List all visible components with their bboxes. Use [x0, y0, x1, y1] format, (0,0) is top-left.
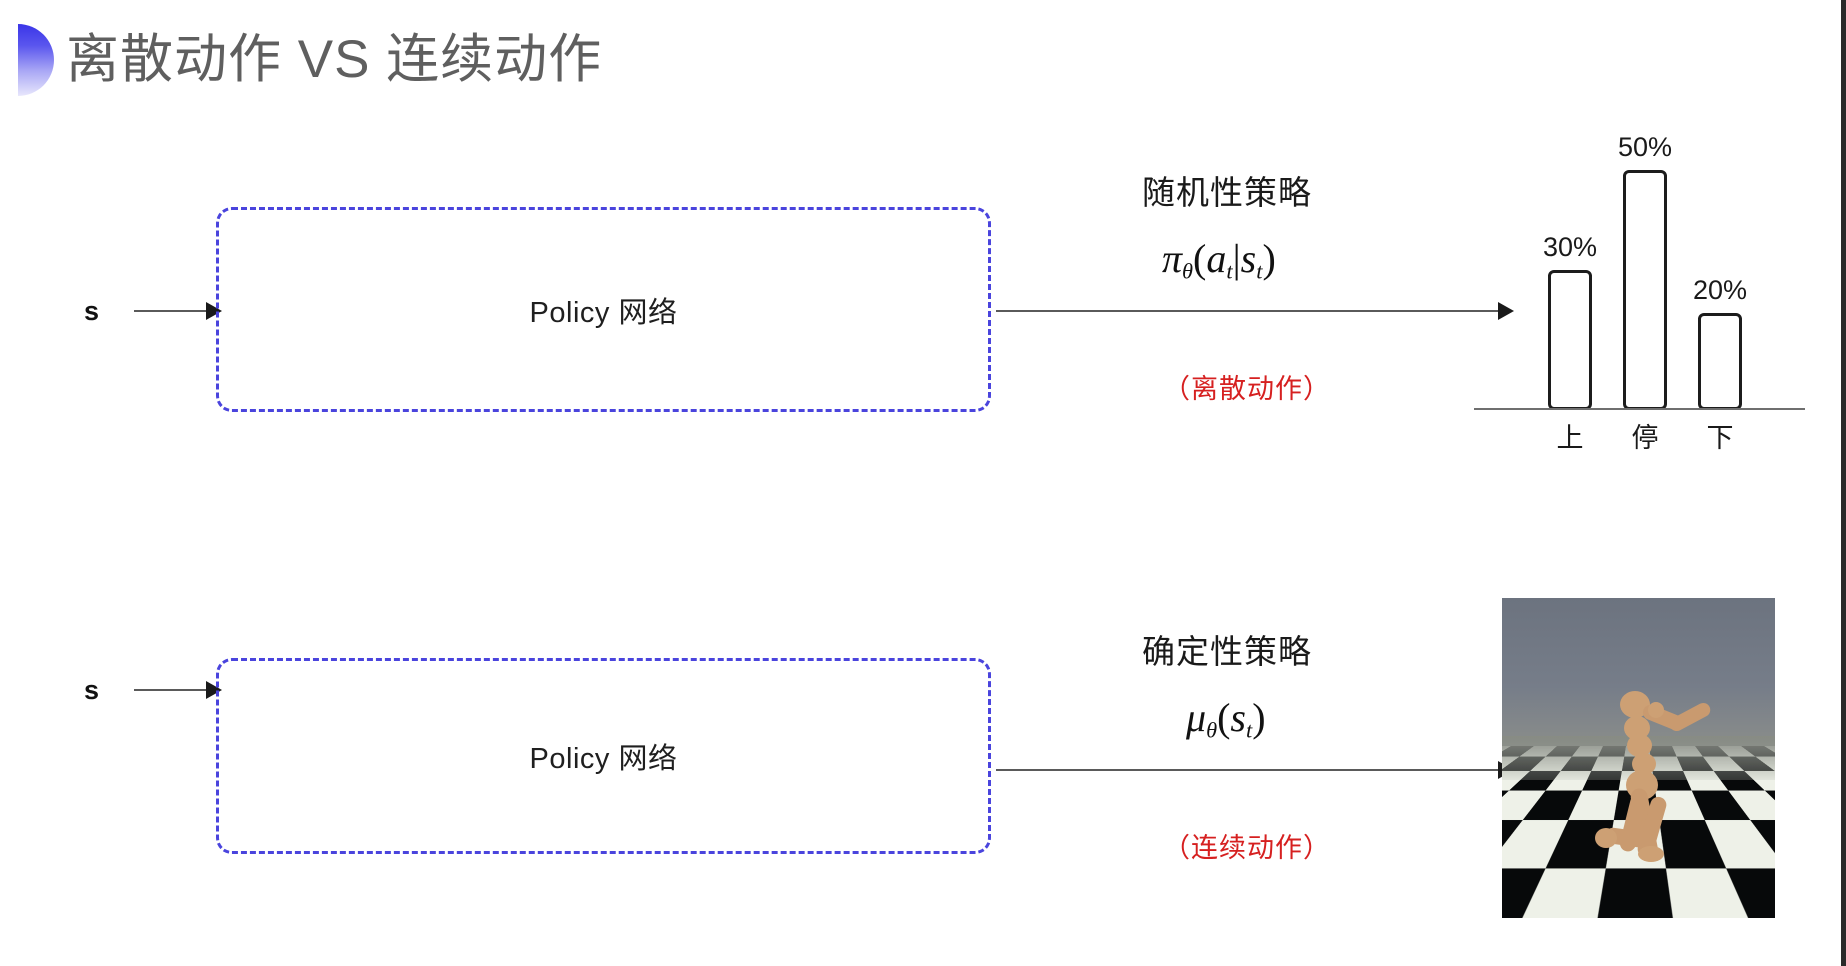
formula-paren-open: ( — [1193, 236, 1207, 281]
input-label-discrete: s — [84, 296, 100, 326]
bar-ting — [1623, 170, 1667, 410]
output-arrow-head-discrete — [1498, 302, 1514, 320]
input-arrow-line-discrete — [134, 310, 208, 312]
bar-value-ting: 50% — [1617, 132, 1673, 162]
formula-symbol-mu: μ — [1186, 695, 1207, 740]
formula-sub-t-3: t — [1245, 717, 1253, 743]
humanoid-simulation-thumbnail — [1502, 598, 1775, 918]
title-bullet-icon — [18, 24, 54, 96]
bar-shang — [1548, 270, 1592, 410]
output-arrow-line-continuous — [996, 769, 1508, 771]
bar-xia — [1698, 313, 1742, 410]
humanoid-abdomen — [1632, 753, 1656, 775]
action-probability-bar-chart: 30% 上 50% 停 20% 下 — [1474, 110, 1814, 453]
formula-stochastic-policy: πθ(at|st) — [1162, 235, 1276, 284]
formula-sub-theta: θ — [1182, 258, 1194, 284]
formula-paren-open-2: ( — [1217, 695, 1231, 740]
page-title: 离散动作 VS 连续动作 — [66, 30, 603, 89]
bar-category-ting: 停 — [1631, 423, 1659, 453]
screen-right-edge — [1841, 0, 1846, 966]
bar-category-shang: 上 — [1556, 423, 1584, 453]
formula-arg-s: s — [1240, 236, 1257, 281]
formula-sub-theta-2: θ — [1206, 717, 1218, 743]
formula-conditional-bar: | — [1232, 236, 1241, 281]
policy-network-label-discrete: Policy 网络 — [529, 296, 678, 329]
note-continuous-action: （连续动作） — [1163, 833, 1331, 863]
bar-value-xia: 20% — [1692, 275, 1748, 305]
formula-symbol-pi: π — [1162, 236, 1183, 281]
formula-arg-a: a — [1206, 236, 1227, 281]
policy-caption-deterministic: 确定性策略 — [1142, 633, 1312, 670]
humanoid-hand-right — [1648, 702, 1664, 718]
formula-paren-close: ) — [1262, 236, 1276, 281]
input-label-continuous: s — [84, 675, 100, 705]
policy-caption-stochastic: 随机性策略 — [1142, 174, 1312, 211]
policy-network-box-discrete[interactable]: Policy 网络 — [216, 207, 991, 412]
humanoid-foot-front — [1638, 846, 1664, 862]
humanoid-foot-back — [1595, 828, 1617, 848]
formula-sub-t-1: t — [1226, 258, 1233, 284]
input-arrow-line-continuous — [134, 689, 208, 691]
chart-baseline-axis — [1474, 408, 1805, 410]
formula-arg-s-2: s — [1230, 695, 1246, 740]
output-arrow-line-discrete — [996, 310, 1508, 312]
bar-category-xia: 下 — [1706, 423, 1734, 453]
policy-network-label-continuous: Policy 网络 — [529, 743, 678, 775]
note-discrete-action: （离散动作） — [1163, 374, 1331, 404]
formula-deterministic-policy: μθ(st) — [1186, 694, 1266, 743]
policy-network-box-continuous[interactable]: Policy 网络 — [216, 658, 991, 854]
formula-paren-close-2: ) — [1252, 695, 1266, 740]
formula-sub-t-2: t — [1256, 258, 1263, 284]
humanoid-chest-lower — [1627, 734, 1652, 757]
bar-value-shang: 30% — [1542, 232, 1598, 262]
